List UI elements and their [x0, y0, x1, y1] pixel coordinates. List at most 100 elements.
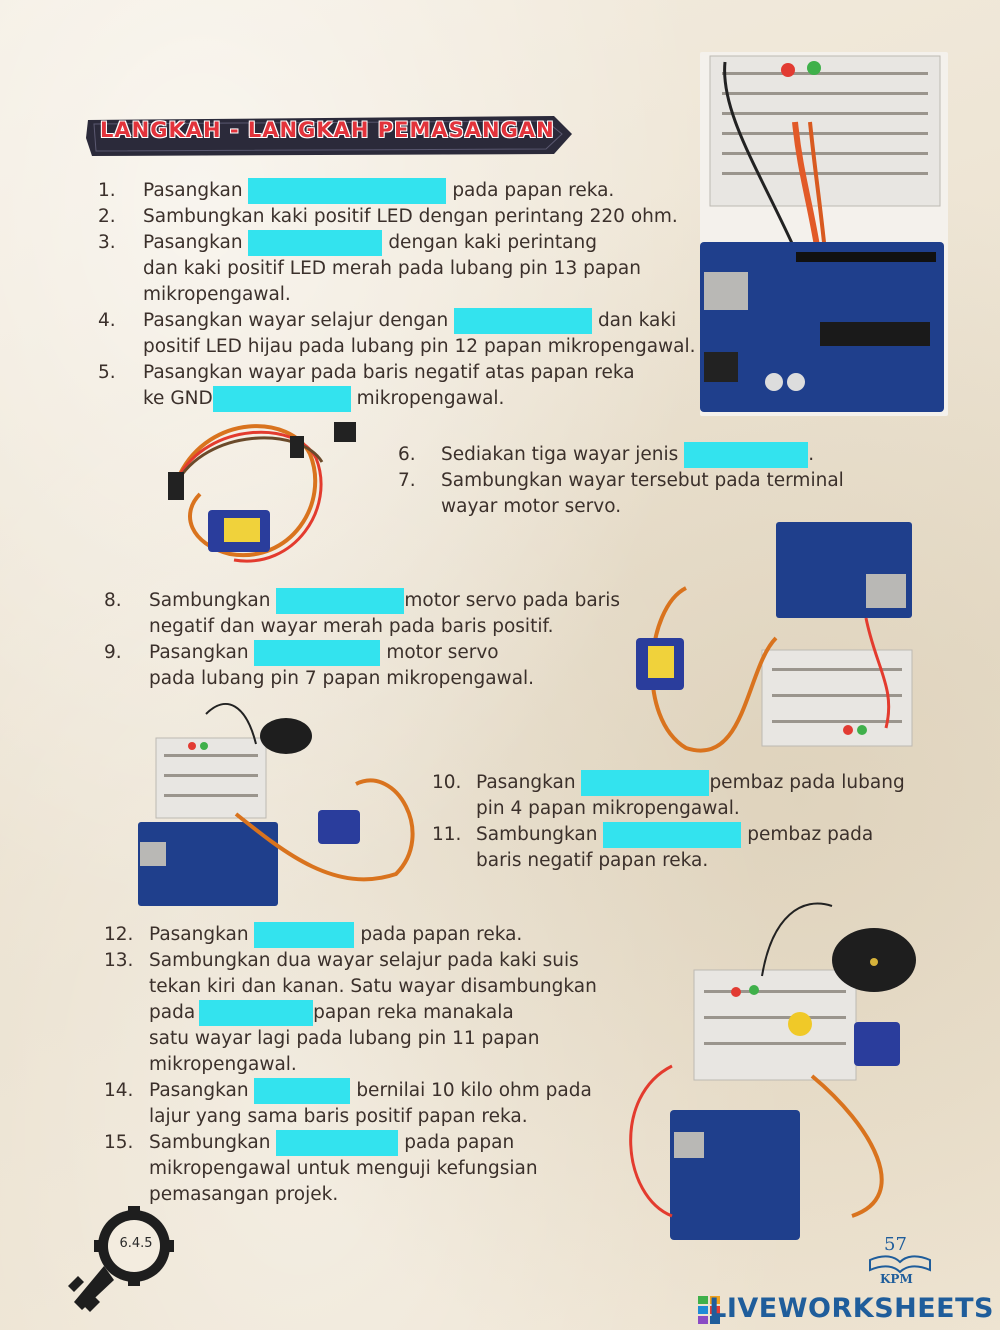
answer-blank-13[interactable]	[199, 1000, 314, 1026]
step-text: ke GND	[143, 388, 213, 409]
step-8: Sambungkan motor servo pada baris	[149, 588, 620, 614]
step-text: Sambungkan	[476, 824, 604, 845]
step-3-line-2: dan kaki positif LED merah pada lubang p…	[143, 258, 641, 279]
publisher-label: KPM	[880, 1272, 913, 1286]
step-text: Pasangkan	[143, 180, 249, 201]
step-number: 11.	[432, 824, 462, 845]
rocket-gear-badge-icon	[68, 1206, 174, 1312]
answer-blank-9[interactable]	[254, 640, 381, 666]
step-13-line-5: mikropengawal.	[149, 1054, 297, 1075]
step-text: dan kaki	[592, 310, 677, 331]
answer-blank-3[interactable]	[248, 230, 383, 256]
step-text: pada papan	[398, 1132, 515, 1153]
step-number: 13.	[104, 950, 134, 971]
answer-blank-5[interactable]	[212, 386, 351, 412]
page-title: LANGKAH - LANGKAH PEMASANGAN	[100, 118, 555, 142]
answer-blank-1[interactable]	[248, 178, 447, 204]
step-number: 14.	[104, 1080, 134, 1101]
step-text: Sambungkan	[149, 1132, 277, 1153]
step-10-line-2: pin 4 papan mikropengawal.	[476, 798, 740, 819]
step-text: pembaz pada lubang	[709, 772, 905, 793]
step-number: 4.	[98, 310, 116, 331]
step-number: 8.	[104, 590, 122, 611]
step-text: Sediakan tiga wayar jenis	[441, 444, 685, 465]
step-14-line-2: lajur yang sama baris positif papan reka…	[149, 1106, 528, 1127]
step-7: Sambungkan wayar tersebut pada terminal	[441, 470, 844, 491]
step-text: Pasangkan	[149, 642, 255, 663]
step-text: Pasangkan	[476, 772, 582, 793]
step-3-line-3: mikropengawal.	[143, 284, 291, 305]
step-2: Sambungkan kaki positif LED dengan perin…	[143, 204, 678, 230]
step-13-line-3: pada papan reka manakala	[149, 1000, 514, 1026]
step-text: Sambungkan kaki positif LED dengan perin…	[143, 206, 678, 227]
step-10: Pasangkan pembaz pada lubang	[476, 770, 905, 796]
step-3: Pasangkan dengan kaki perintang	[143, 230, 597, 256]
step-13: Sambungkan dua wayar selajur pada kaki s…	[149, 950, 579, 971]
step-9-line-2: pada lubang pin 7 papan mikropengawal.	[149, 668, 535, 689]
step-number: 12.	[104, 924, 134, 945]
step-text: Pasangkan	[143, 232, 249, 253]
page-number: 57	[884, 1234, 907, 1255]
step-12: Pasangkan pada papan reka.	[149, 922, 522, 948]
step-number: 7.	[398, 470, 416, 491]
answer-blank-11[interactable]	[603, 822, 742, 848]
step-text: .	[808, 444, 815, 465]
step-4-line-2: positif LED hijau pada lubang pin 12 pap…	[143, 336, 696, 357]
step-15: Sambungkan pada papan	[149, 1130, 514, 1156]
step-text: mikropengawal.	[350, 388, 505, 409]
badge-code: 6.4.5	[119, 1236, 153, 1251]
step-text: bernilai 10 kilo ohm pada	[350, 1080, 592, 1101]
step-1: Pasangkan pada papan reka.	[143, 178, 614, 204]
step-number: 9.	[104, 642, 122, 663]
step-9: Pasangkan motor servo	[149, 640, 499, 666]
step-5: Pasangkan wayar pada baris negatif atas …	[143, 362, 635, 383]
step-text: pada papan reka.	[354, 924, 523, 945]
step-5-line-2: ke GND mikropengawal.	[143, 386, 504, 412]
step-text: Pasangkan wayar selajur dengan	[143, 310, 455, 331]
step-text: pada papan reka.	[446, 180, 615, 201]
answer-blank-4[interactable]	[454, 308, 593, 334]
kpm-book-icon	[869, 1255, 931, 1274]
answer-blank-12[interactable]	[254, 922, 355, 948]
liveworksheets-logo-icon	[698, 1296, 720, 1324]
title-banner	[86, 116, 572, 156]
step-text: papan reka manakala	[313, 1002, 514, 1023]
photo-servo-wires	[168, 422, 356, 563]
answer-blank-14[interactable]	[254, 1078, 351, 1104]
answer-blank-8[interactable]	[276, 588, 405, 614]
answer-blank-10[interactable]	[581, 770, 710, 796]
step-4: Pasangkan wayar selajur dengan dan kaki	[143, 308, 676, 334]
photo-full-assembly	[629, 902, 916, 1240]
photo-breadboard-arduino-leds	[700, 52, 948, 416]
step-number: 10.	[432, 772, 462, 793]
step-6: Sediakan tiga wayar jenis .	[441, 442, 814, 468]
step-text: Sambungkan	[149, 590, 277, 611]
step-text: motor servo	[380, 642, 499, 663]
step-7-line-2: wayar motor servo.	[441, 496, 622, 517]
step-text: motor servo pada baris	[404, 590, 621, 611]
photo-buzzer-arduino-servo	[138, 703, 415, 906]
step-13-line-4: satu wayar lagi pada lubang pin 11 papan	[149, 1028, 540, 1049]
step-11: Sambungkan pembaz pada	[476, 822, 873, 848]
step-13-line-2: tekan kiri dan kanan. Satu wayar disambu…	[149, 976, 597, 997]
step-number: 2.	[98, 206, 116, 227]
answer-blank-6[interactable]	[684, 442, 809, 468]
step-number: 15.	[104, 1132, 134, 1153]
step-number: 5.	[98, 362, 116, 383]
step-text: dengan kaki perintang	[382, 232, 597, 253]
step-11-line-2: baris negatif papan reka.	[476, 850, 709, 871]
photo-servo-breadboard	[636, 522, 913, 753]
step-text: pembaz pada	[741, 824, 874, 845]
step-number: 6.	[398, 444, 416, 465]
step-15-line-3: pemasangan projek.	[149, 1184, 339, 1205]
answer-blank-15[interactable]	[276, 1130, 399, 1156]
step-text: Pasangkan	[149, 1080, 255, 1101]
liveworksheets-watermark: LIVEWORKSHEETS	[709, 1293, 994, 1324]
step-text: Pasangkan	[149, 924, 255, 945]
step-number: 3.	[98, 232, 116, 253]
step-15-line-2: mikropengawal untuk menguji kefungsian	[149, 1158, 538, 1179]
step-text: pada	[149, 1002, 196, 1023]
step-14: Pasangkan bernilai 10 kilo ohm pada	[149, 1078, 592, 1104]
step-number: 1.	[98, 180, 116, 201]
step-8-line-2: negatif dan wayar merah pada baris posit…	[149, 616, 554, 637]
